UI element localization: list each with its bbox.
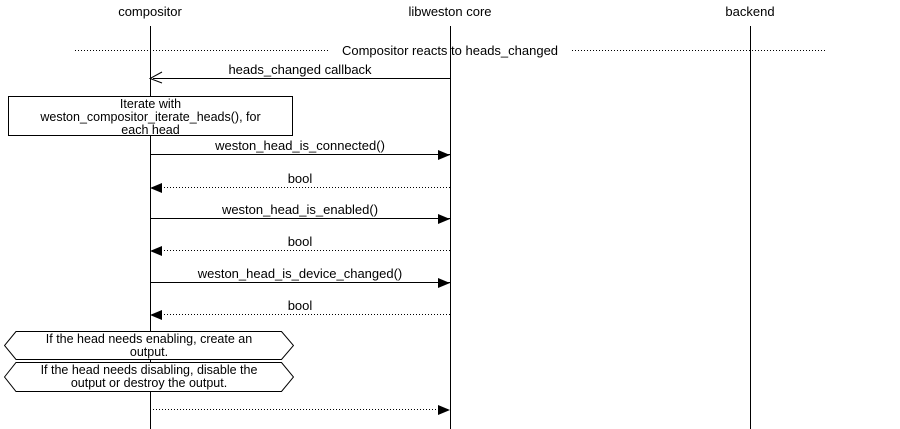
lifeline-label-compositor: compositor: [118, 4, 182, 19]
condition-needs-enabling: If the head needs enabling, create an ou…: [4, 331, 294, 360]
lifeline-libweston-core: [450, 26, 451, 429]
message-label-bool-enabled: bool: [287, 234, 313, 249]
message-label-weston-head-is-connected: weston_head_is_connected(): [215, 138, 385, 153]
filled-arrowhead-left-icon: [150, 310, 162, 320]
message-line-weston-head-is-enabled: [150, 218, 450, 219]
message-line-bool-enabled: [152, 250, 450, 251]
message-line-heads-changed-callback: [153, 78, 450, 79]
message-label-bool-connected: bool: [287, 171, 313, 186]
condition-hexagon-shape: [4, 331, 294, 360]
divider-label: Compositor reacts to heads_changed: [341, 43, 559, 58]
message-line-final: [150, 409, 448, 410]
message-line-bool-connected: [152, 187, 450, 188]
lifeline-label-libweston-core: libweston core: [408, 4, 492, 19]
filled-arrowhead-right-icon: [438, 278, 450, 288]
lifeline-backend: [750, 26, 751, 429]
message-line-weston-head-is-connected: [150, 154, 450, 155]
filled-arrowhead-right-icon: [438, 214, 450, 224]
message-label-heads-changed-callback: heads_changed callback: [228, 62, 372, 77]
note-iterate-heads: Iterate with weston_compositor_iterate_h…: [8, 96, 293, 137]
message-label-weston-head-is-device-changed: weston_head_is_device_changed(): [197, 266, 403, 281]
condition-text-needs-enabling: If the head needs enabling, create an ou…: [45, 332, 253, 359]
lifeline-compositor: [150, 26, 151, 429]
message-label-bool-device-changed: bool: [287, 298, 313, 313]
divider-line-left: [75, 50, 328, 51]
divider-line-right: [572, 50, 825, 51]
filled-arrowhead-right-icon: [438, 150, 450, 160]
filled-arrowhead-left-icon: [150, 246, 162, 256]
condition-hexagon-shape: [4, 362, 294, 392]
message-line-bool-device-changed: [152, 314, 450, 315]
message-label-weston-head-is-enabled: weston_head_is_enabled(): [221, 202, 379, 217]
condition-needs-disabling: If the head needs disabling, disable the…: [4, 362, 294, 392]
message-line-weston-head-is-device-changed: [150, 282, 450, 283]
filled-arrowhead-left-icon: [150, 183, 162, 193]
filled-arrowhead-right-icon: [438, 405, 450, 415]
condition-text-needs-disabling: If the head needs disabling, disable the…: [40, 363, 258, 390]
open-arrowhead-left-icon: [149, 71, 163, 84]
lifeline-label-backend: backend: [725, 4, 775, 19]
